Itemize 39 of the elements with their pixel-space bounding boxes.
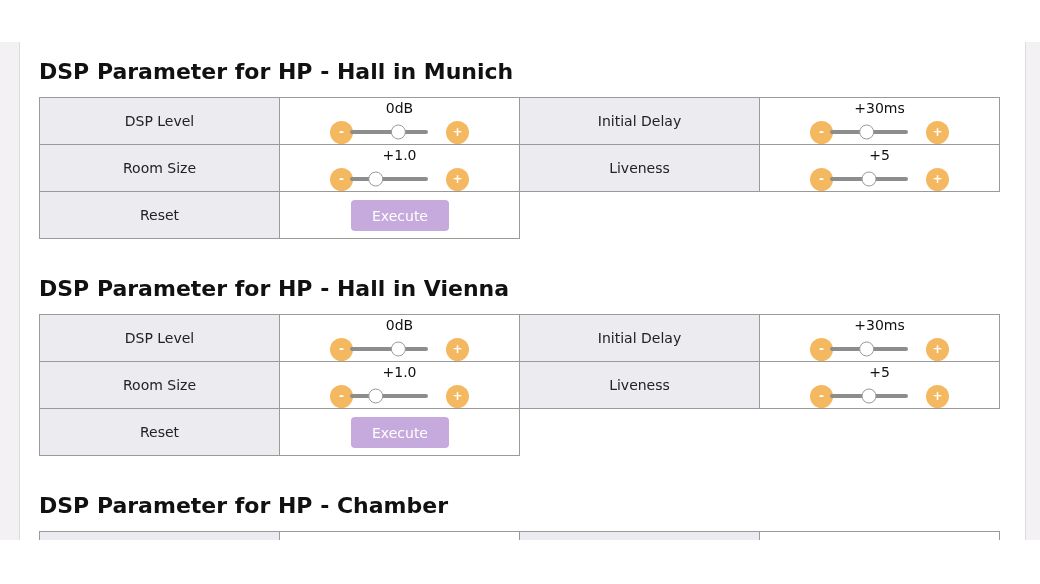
value-readout: +30ms xyxy=(854,317,905,333)
decrease-button: - xyxy=(810,168,833,191)
increase-button: + xyxy=(446,168,469,191)
section-heading: DSP Parameter for HP - Hall in Vienna xyxy=(39,275,510,303)
execute-button: Execute xyxy=(351,417,449,448)
parameter-label: DSP Level xyxy=(123,113,196,129)
section-heading: DSP Parameter for HP - Hall in Munich xyxy=(39,58,514,86)
parameter-label: Room Size xyxy=(121,377,198,393)
value-readout: 0dB xyxy=(385,317,414,333)
parameter-label: Liveness xyxy=(608,377,671,393)
parameter-label: Reset xyxy=(138,207,181,223)
increase-button: + xyxy=(926,121,949,144)
increase-button: + xyxy=(926,168,949,191)
section-heading: DSP Parameter for HP - Chamber xyxy=(39,492,449,520)
decrease-button: - xyxy=(330,338,353,361)
decrease-button: - xyxy=(810,121,833,144)
parameter-label: Initial Delay xyxy=(596,113,683,129)
parameter-label: Room Size xyxy=(121,160,198,176)
increase-button: + xyxy=(446,338,469,361)
decrease-button: - xyxy=(810,338,833,361)
parameter-label: Initial Delay xyxy=(596,330,683,346)
increase-button: + xyxy=(446,121,469,144)
value-readout: +5 xyxy=(869,147,890,163)
increase-button: + xyxy=(926,338,949,361)
value-readout: +30ms xyxy=(854,100,905,116)
increase-button: + xyxy=(926,385,949,408)
decrease-button: - xyxy=(330,168,353,191)
value-readout: +5 xyxy=(869,364,890,380)
value-readout: 0dB xyxy=(385,100,414,116)
decrease-button: - xyxy=(810,385,833,408)
increase-button: + xyxy=(446,385,469,408)
decrease-button: - xyxy=(330,385,353,408)
value-readout: +1.0 xyxy=(382,364,417,380)
value-readout: +1.0 xyxy=(382,147,417,163)
parameter-label: Liveness xyxy=(608,160,671,176)
execute-button: Execute xyxy=(351,200,449,231)
parameter-label: DSP Level xyxy=(123,330,196,346)
parameter-label: Reset xyxy=(138,424,181,440)
decrease-button: - xyxy=(330,121,353,144)
